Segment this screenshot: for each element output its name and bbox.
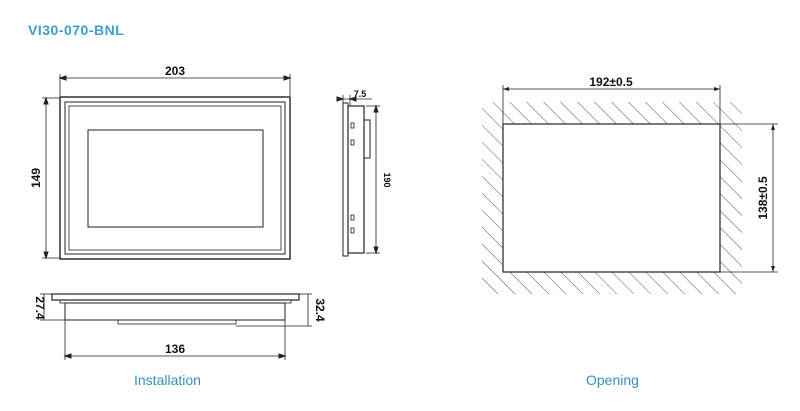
opening-caption: Opening (586, 372, 639, 388)
bottom-width-label: 136 (165, 342, 185, 356)
side-view (336, 95, 380, 257)
bottom-left-depth-label: 27.4 (33, 296, 47, 320)
bottom-view (40, 293, 312, 360)
opening-width-label: 192±0.5 (589, 75, 633, 89)
model-title: VI30-070-BNL (28, 22, 125, 38)
front-height-label: 149 (29, 168, 43, 188)
front-view (42, 74, 292, 260)
installation-caption: Installation (134, 372, 201, 388)
opening-view (482, 85, 778, 294)
front-width-label: 203 (165, 64, 185, 78)
opening-height-label: 138±0.5 (756, 176, 770, 220)
side-height-label: 190 (382, 172, 392, 187)
bottom-right-depth-label: 32.4 (313, 298, 327, 322)
side-depth-label: 7.5 (354, 89, 367, 99)
